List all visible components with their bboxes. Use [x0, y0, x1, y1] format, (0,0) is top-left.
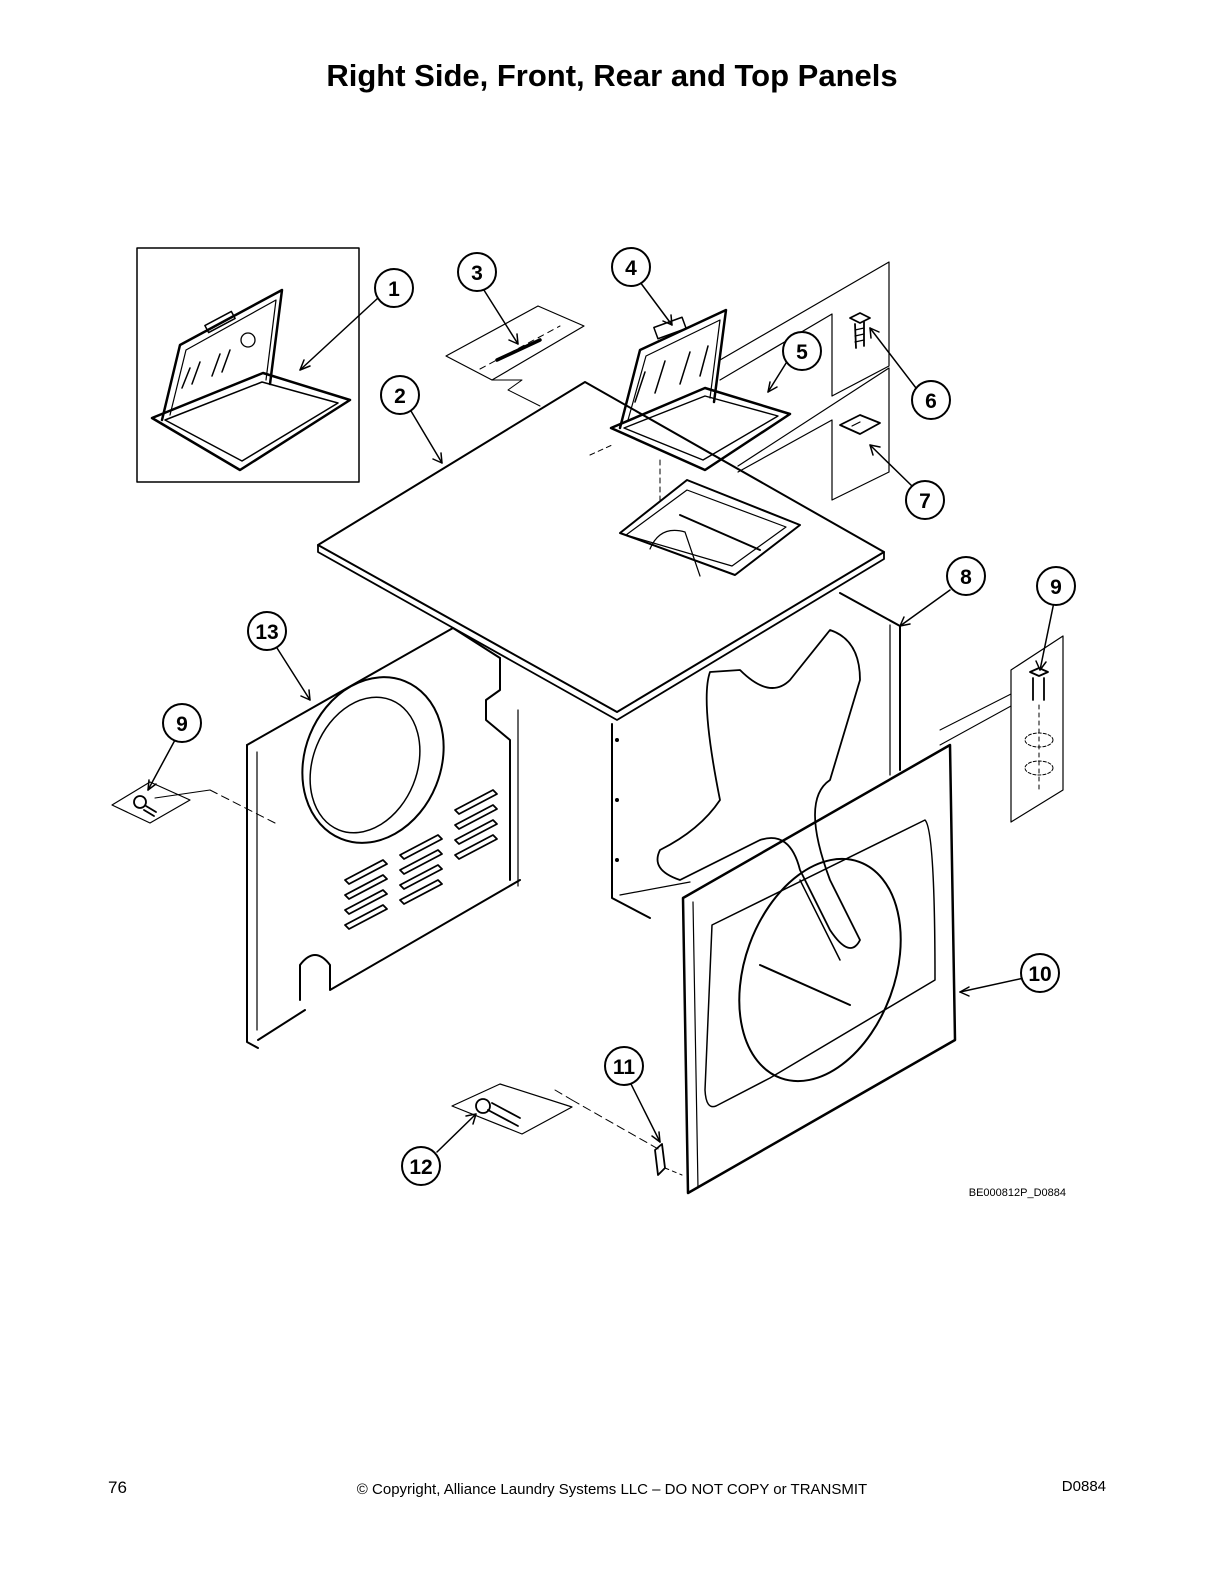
svg-text:13: 13 [255, 621, 278, 644]
copyright-notice: © Copyright, Alliance Laundry Systems LL… [356, 1481, 868, 1498]
callout-5: 5 [782, 331, 822, 371]
callout-8: 8 [946, 556, 986, 596]
inset-part-1-box [136, 247, 360, 483]
callout-7: 7 [905, 480, 945, 520]
document-code: D0884 [1061, 1478, 1106, 1495]
callout-1: 1 [374, 268, 414, 308]
callout-9-right: 9 [1036, 566, 1076, 606]
callout-2: 2 [380, 375, 420, 415]
side-panel [246, 627, 521, 1049]
front-panel [681, 743, 957, 1195]
svg-text:6: 6 [925, 390, 937, 413]
svg-text:9: 9 [176, 713, 188, 736]
callout-4: 4 [611, 247, 651, 287]
callout-11: 11 [604, 1046, 644, 1086]
callout-12: 12 [401, 1146, 441, 1186]
svg-text:10: 10 [1028, 963, 1051, 986]
part-6-7-box [719, 261, 890, 501]
svg-text:9: 9 [1050, 576, 1062, 599]
svg-text:11: 11 [613, 1056, 636, 1079]
leader-lines [147, 281, 1055, 1153]
svg-text:7: 7 [919, 490, 931, 513]
top-panel [317, 381, 885, 721]
page-number: 76 [108, 1478, 127, 1497]
page-title: Right Side, Front, Rear and Top Panels [326, 58, 898, 93]
part-9-screw-left [111, 781, 276, 824]
svg-text:4: 4 [625, 257, 637, 280]
callout-9-left: 9 [162, 703, 202, 743]
svg-text:3: 3 [471, 262, 483, 285]
part-3-pin [445, 305, 585, 407]
svg-text:1: 1 [388, 278, 400, 301]
callout-13: 13 [247, 611, 287, 651]
part-11-clip [654, 1143, 683, 1176]
callout-10: 10 [1020, 953, 1060, 993]
callout-3: 3 [457, 252, 497, 292]
rear-panel [611, 592, 901, 949]
drawing-id: BE000812P_D0884 [969, 1187, 1066, 1199]
svg-text:12: 12 [409, 1156, 432, 1179]
part-12-screw [451, 1083, 661, 1151]
part-9-screw-right-box [939, 635, 1064, 823]
svg-text:8: 8 [960, 566, 972, 589]
svg-text:2: 2 [394, 385, 406, 408]
part-4-5-lid-frame [589, 308, 792, 501]
callout-6: 6 [911, 380, 951, 420]
svg-text:5: 5 [796, 341, 808, 364]
